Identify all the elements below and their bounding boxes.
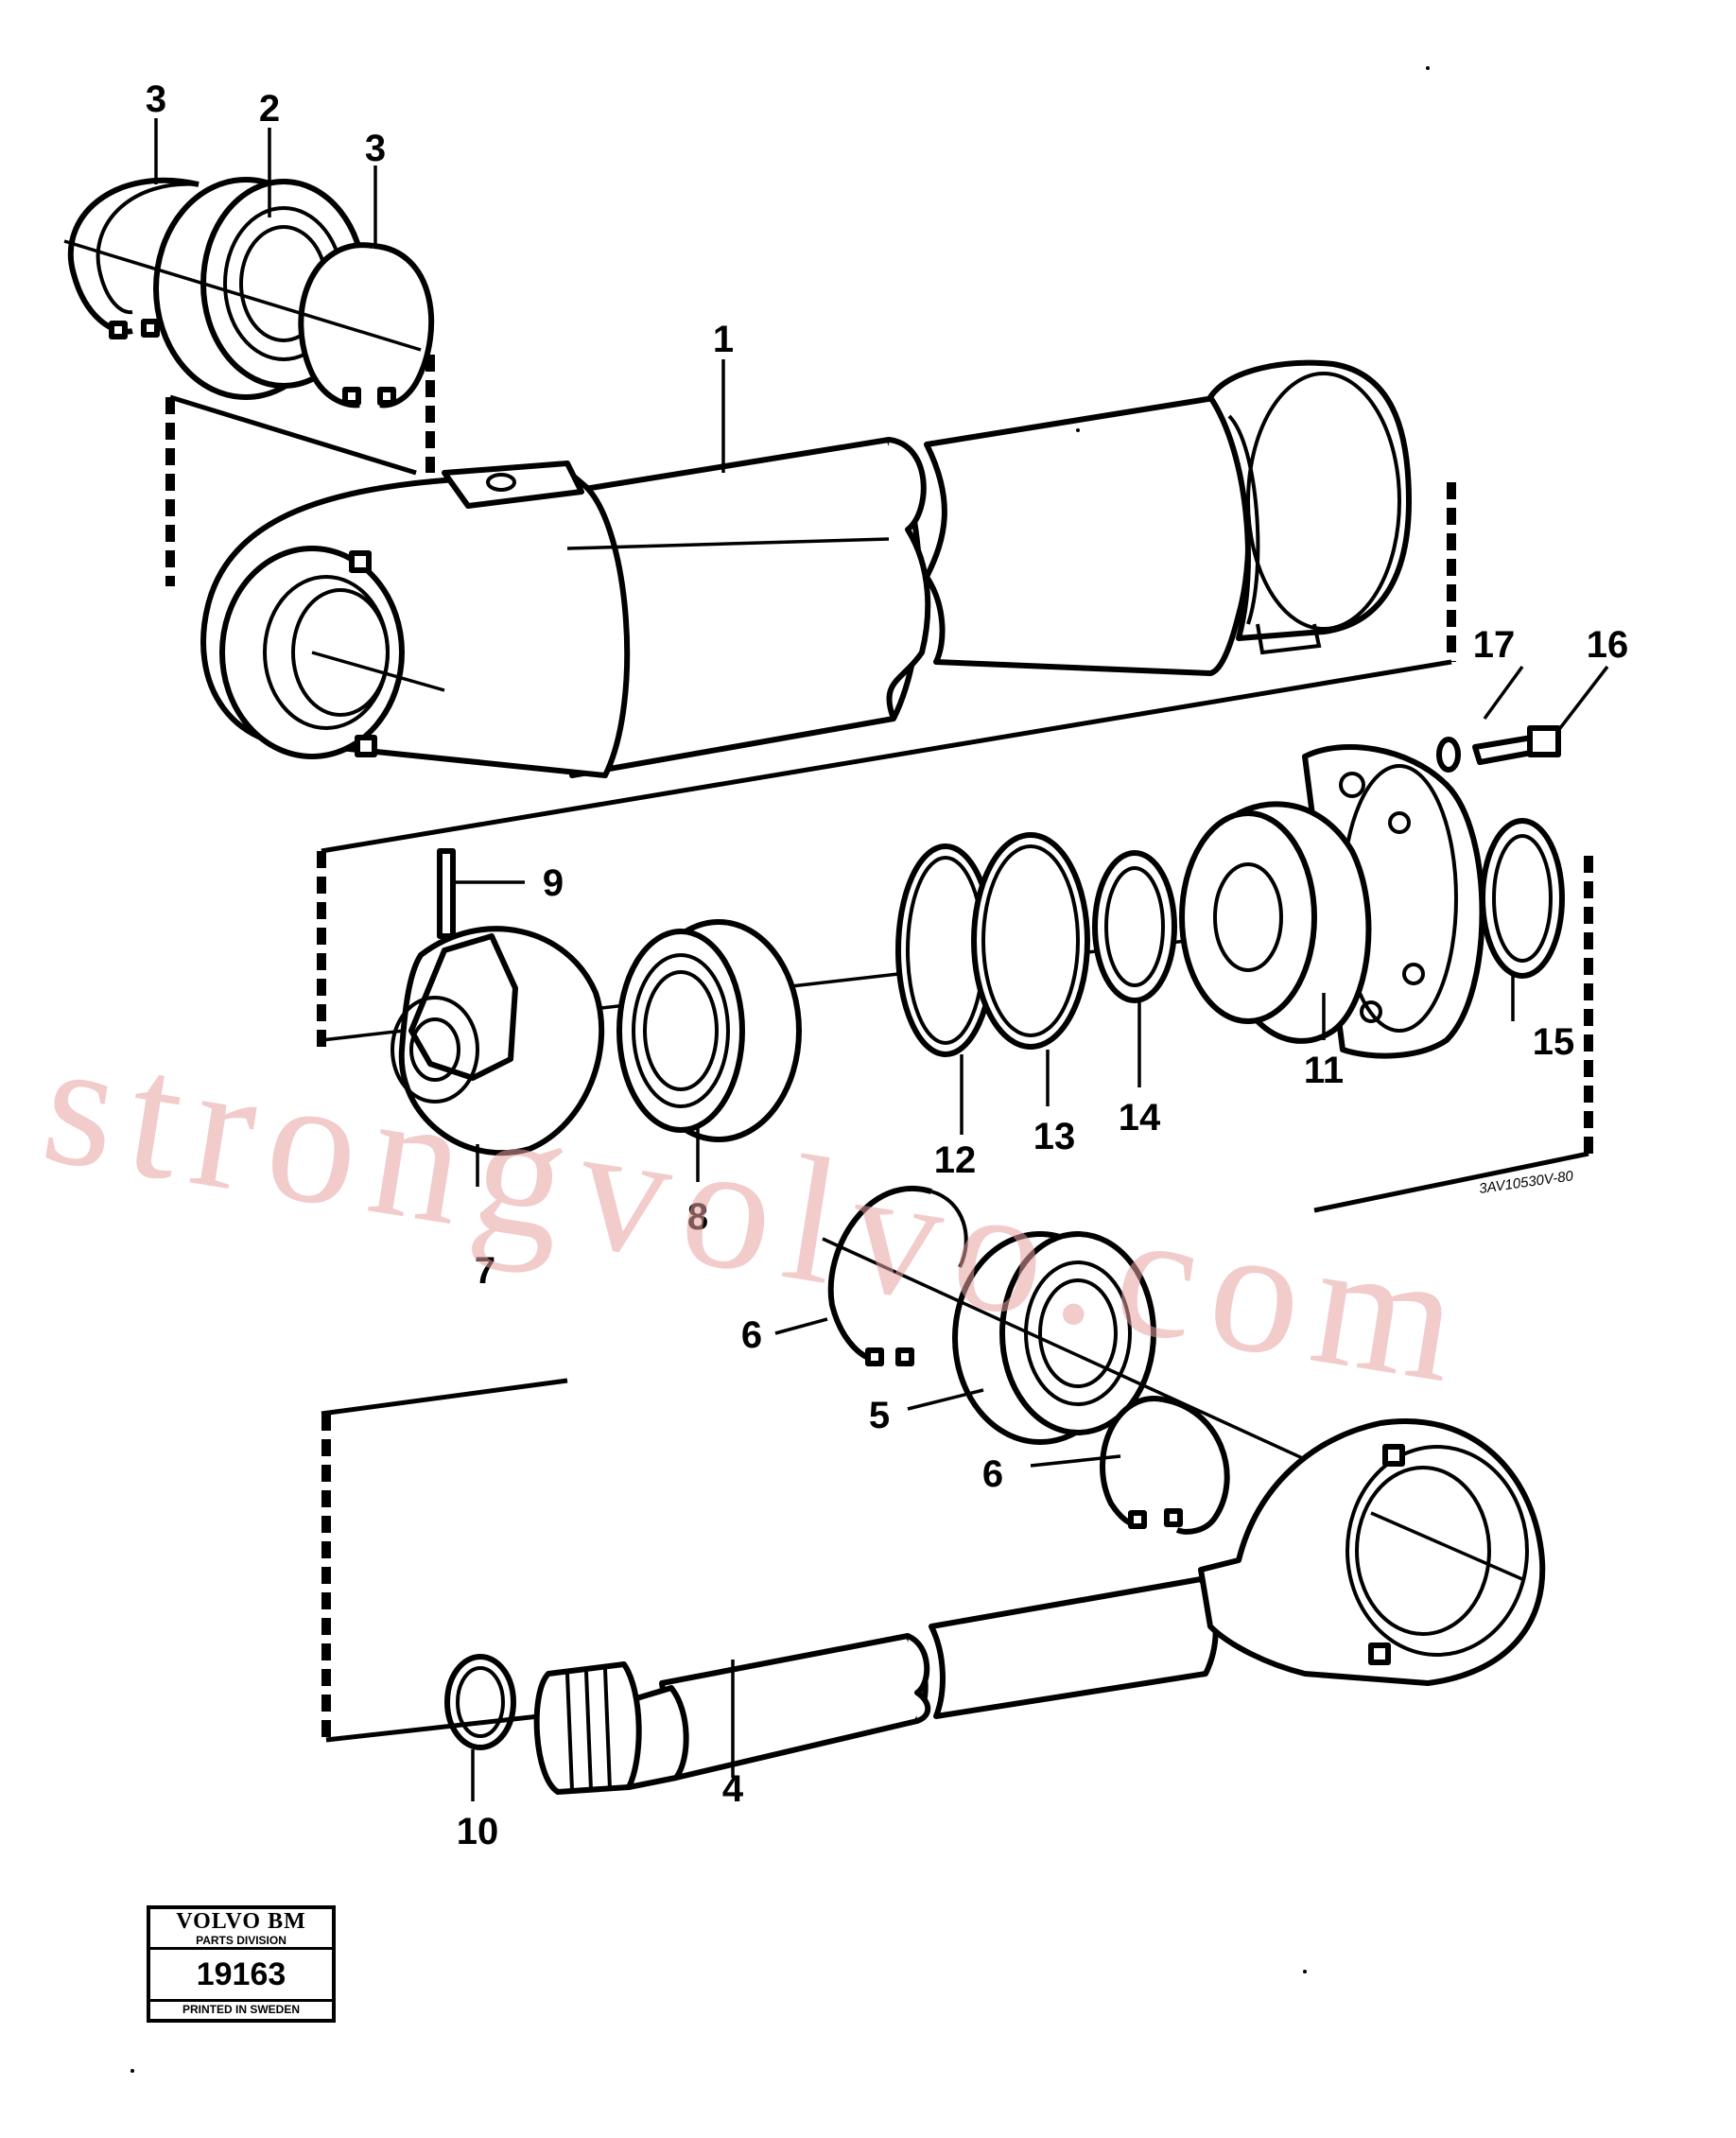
top-circlip-right [298, 242, 435, 408]
leader-lines [154, 118, 1609, 1801]
cylinder-barrel [200, 359, 1412, 778]
lower-circlip-right [1100, 1396, 1230, 1535]
part-8-piston [616, 919, 802, 1142]
part-15-seal [1480, 818, 1565, 979]
callout-13: 13 [1033, 1116, 1076, 1157]
part-11-cylinder-head [1179, 744, 1485, 1059]
frame-mid-bottom [1313, 1151, 1589, 1213]
part-9-pin [437, 848, 456, 939]
top-circlip-left [67, 177, 200, 339]
callout-17: 17 [1473, 624, 1516, 666]
part-14-ring [1092, 850, 1177, 1003]
lower-circlip-left [827, 1186, 968, 1366]
part-13-ring-inner [981, 844, 1080, 1037]
top-axis [63, 239, 422, 352]
rod-eye-axis [1370, 1511, 1523, 1581]
stamp-number: 19163 [150, 1950, 332, 2002]
part-16-screw [1472, 725, 1561, 765]
part-14-ring-inner [1104, 866, 1165, 987]
callout-9: 9 [543, 862, 564, 904]
callout-10: 10 [457, 1811, 499, 1852]
scan-specks [130, 66, 1430, 2073]
callout-15: 15 [1533, 1021, 1575, 1063]
callout-2: 2 [259, 88, 280, 130]
callout-3-left: 3 [146, 78, 166, 120]
volvo-bm-stamp: VOLVO BM PARTS DIVISION 19163 PRINTED IN… [147, 1905, 336, 2023]
stamp-footer: PRINTED IN SWEDEN [182, 2003, 300, 2016]
part-15-seal-inner [1492, 834, 1553, 963]
part-13-ring [971, 832, 1090, 1050]
frame-barrel-link [321, 659, 1452, 854]
callout-6-upper: 6 [741, 1314, 762, 1356]
callout-14: 14 [1119, 1097, 1161, 1139]
frame-lower-link-top [321, 1378, 568, 1417]
callout-1: 1 [713, 319, 734, 360]
part-10-ring-inner [456, 1666, 505, 1738]
callout-16: 16 [1587, 624, 1629, 666]
callout-12: 12 [934, 1139, 977, 1181]
barrel-axis-mid [566, 537, 890, 550]
part-7-piston-nut [391, 926, 605, 1156]
callout-5: 5 [869, 1395, 890, 1436]
frame-lower-link-bottom [325, 1713, 540, 1743]
callout-labels: 3 2 3 1 17 16 9 15 11 14 13 12 8 7 6 5 6… [146, 78, 1628, 1852]
callout-7: 7 [475, 1250, 495, 1292]
part-4-piston-rod [533, 1418, 1546, 1795]
callout-8: 8 [687, 1196, 708, 1238]
callout-3-right: 3 [365, 128, 386, 169]
frame-top-left-link [169, 394, 417, 476]
barrel-axis-left [311, 651, 445, 692]
part-17-washer [1436, 737, 1461, 773]
stamp-brand: VOLVO BM [176, 1909, 306, 1934]
callout-6-lower: 6 [982, 1453, 1003, 1495]
callout-11: 11 [1304, 1050, 1344, 1091]
stamp-division: PARTS DIVISION [150, 1934, 332, 1950]
callout-4: 4 [722, 1768, 744, 1810]
